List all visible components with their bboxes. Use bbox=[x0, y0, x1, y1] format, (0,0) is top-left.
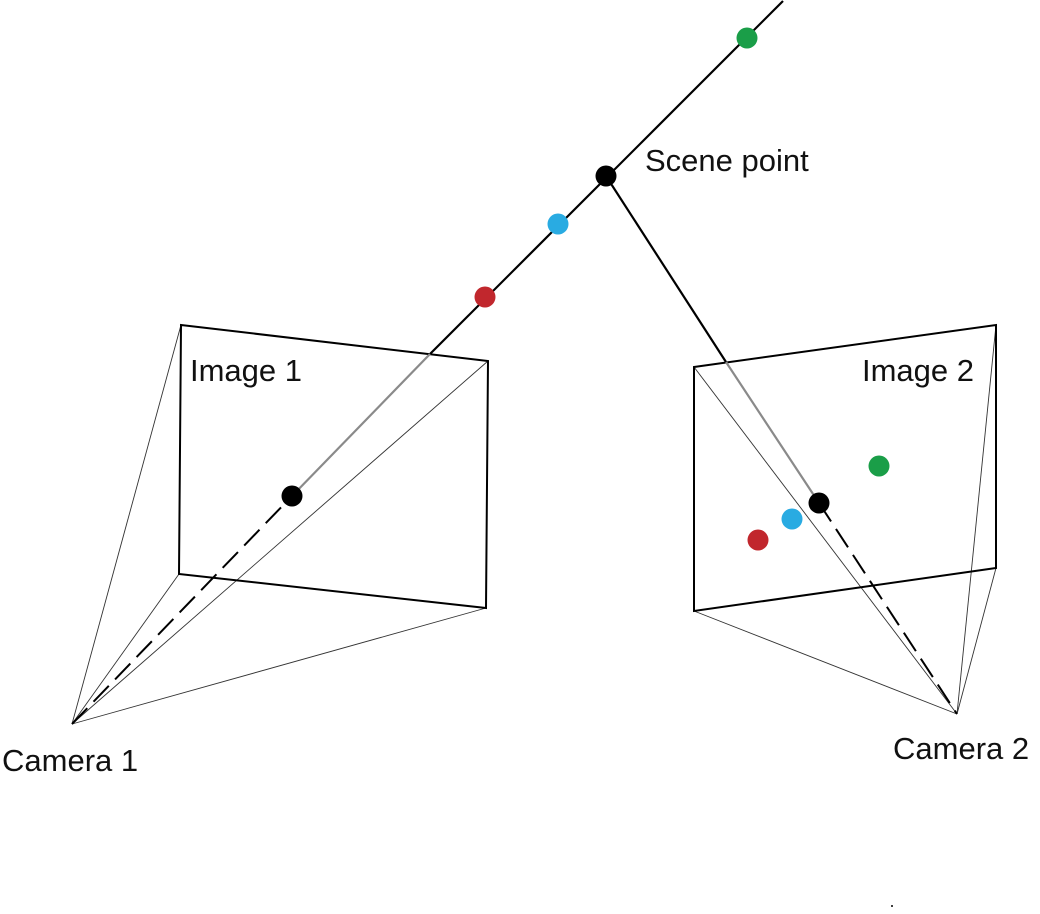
stray-dot bbox=[891, 905, 893, 907]
camera2-label: Camera 2 bbox=[893, 731, 1029, 766]
image1-label: Image 1 bbox=[190, 353, 302, 388]
frustum1-edge-top-right bbox=[71, 360, 489, 725]
green-candidate-point bbox=[736, 27, 758, 49]
image1-plane bbox=[177, 323, 490, 610]
image2-green-point bbox=[868, 455, 890, 477]
scene-point-label: Scene point bbox=[645, 143, 809, 178]
image2-black-point bbox=[808, 492, 830, 514]
frustum2-edge-top-left bbox=[693, 366, 958, 715]
ray2-gray-segment bbox=[725, 361, 820, 504]
image2-red-point bbox=[747, 529, 769, 551]
image2-blue-point bbox=[781, 508, 803, 530]
ray2-solid-segment bbox=[605, 175, 727, 363]
camera2-frustum bbox=[693, 324, 997, 715]
image2-label: Image 2 bbox=[862, 353, 974, 388]
frustum1-edge-top-left bbox=[71, 324, 182, 725]
frustum1-edge-bottom-left bbox=[71, 573, 180, 725]
ray1-dashed-segment bbox=[71, 495, 293, 725]
frustum2-edge-bottom-right bbox=[956, 567, 997, 715]
image2-plane bbox=[693, 323, 997, 613]
red-candidate-point bbox=[474, 286, 496, 308]
frustum2-edge-bottom-left bbox=[693, 610, 958, 715]
ray1-gray-segment bbox=[291, 353, 431, 497]
ray2-dashed-segment bbox=[818, 502, 958, 715]
camera1-label: Camera 1 bbox=[2, 743, 138, 778]
image1-projected-point bbox=[281, 485, 303, 507]
scene-point bbox=[595, 165, 617, 187]
camera1-frustum bbox=[71, 324, 489, 725]
frustum2-edge-top-right bbox=[956, 324, 997, 715]
blue-candidate-point bbox=[547, 213, 569, 235]
frustum1-edge-bottom-right bbox=[71, 607, 487, 725]
